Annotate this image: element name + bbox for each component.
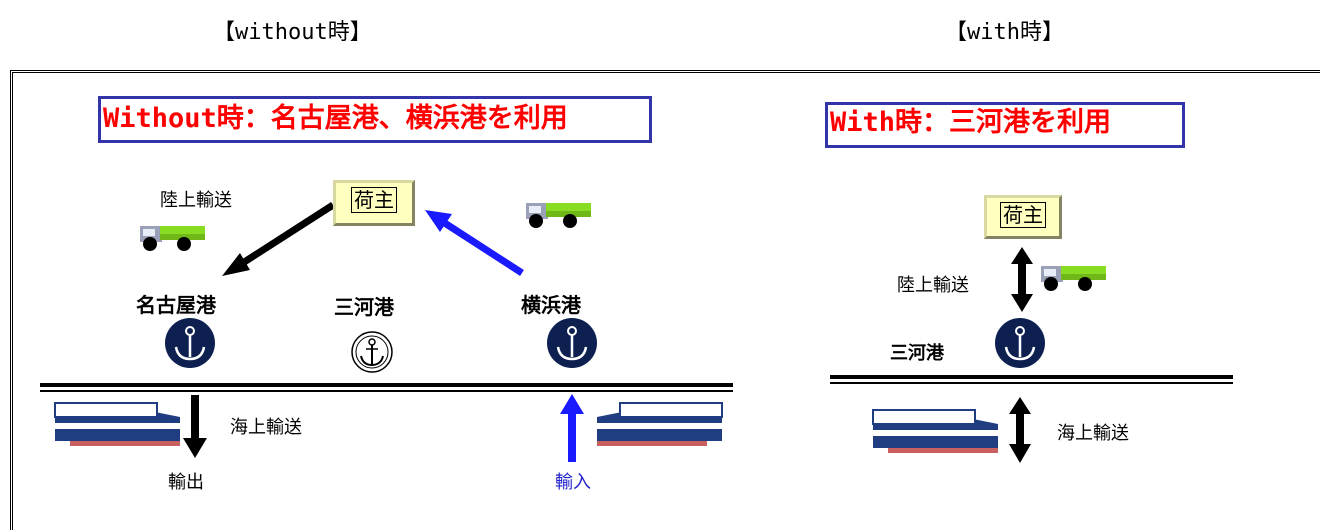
port-mikawa: 三河港 xyxy=(334,295,394,319)
sea-line-with xyxy=(830,375,1233,384)
port-mikawa: 三河港 xyxy=(890,343,944,364)
arrow-import-up xyxy=(560,394,584,462)
port-nagoya: 名古屋港 xyxy=(136,293,216,317)
arrow-export-down xyxy=(183,395,207,458)
truck-icon xyxy=(140,226,205,251)
with-title: With時：三河港を利用 xyxy=(825,102,1185,148)
sea-line-without xyxy=(40,383,733,392)
shipper-box-without: 荷主 xyxy=(333,180,415,226)
arrow-from-yokohama xyxy=(425,210,524,276)
land-transport-label: 陸上輸送 xyxy=(160,190,232,211)
truck-icon xyxy=(1041,266,1106,291)
arrow-sea-bidirectional xyxy=(1009,397,1031,463)
ship-icon xyxy=(872,409,999,454)
without-title: Without時：名古屋港、横浜港を利用 xyxy=(98,96,652,143)
diagram-frame xyxy=(10,70,1320,530)
diagram-graphics xyxy=(40,202,1233,463)
anchor-outline-icon xyxy=(351,331,393,373)
port-yokohama: 横浜港 xyxy=(521,293,581,317)
anchor-icon xyxy=(993,316,1047,370)
land-transport-label: 陸上輸送 xyxy=(897,275,969,296)
arrow-to-nagoya xyxy=(222,202,335,276)
heading-without: 【without時】 xyxy=(213,20,372,45)
heading-with: 【with時】 xyxy=(945,20,1064,45)
sea-transport-label: 海上輸送 xyxy=(1057,423,1129,444)
shipper-box-with: 荷主 xyxy=(984,195,1062,239)
arrow-land-bidirectional xyxy=(1011,247,1033,312)
truck-icon xyxy=(526,203,591,228)
sea-transport-label: 海上輸送 xyxy=(230,417,302,438)
export-label: 輸出 xyxy=(168,472,204,493)
shipper-label: 荷主 xyxy=(1000,202,1046,228)
anchor-icon xyxy=(545,316,599,370)
ship-icon xyxy=(596,402,723,447)
import-label: 輸入 xyxy=(555,472,591,493)
shipper-label: 荷主 xyxy=(351,187,397,213)
ship-icon xyxy=(54,402,181,447)
anchor-icon xyxy=(163,316,217,370)
